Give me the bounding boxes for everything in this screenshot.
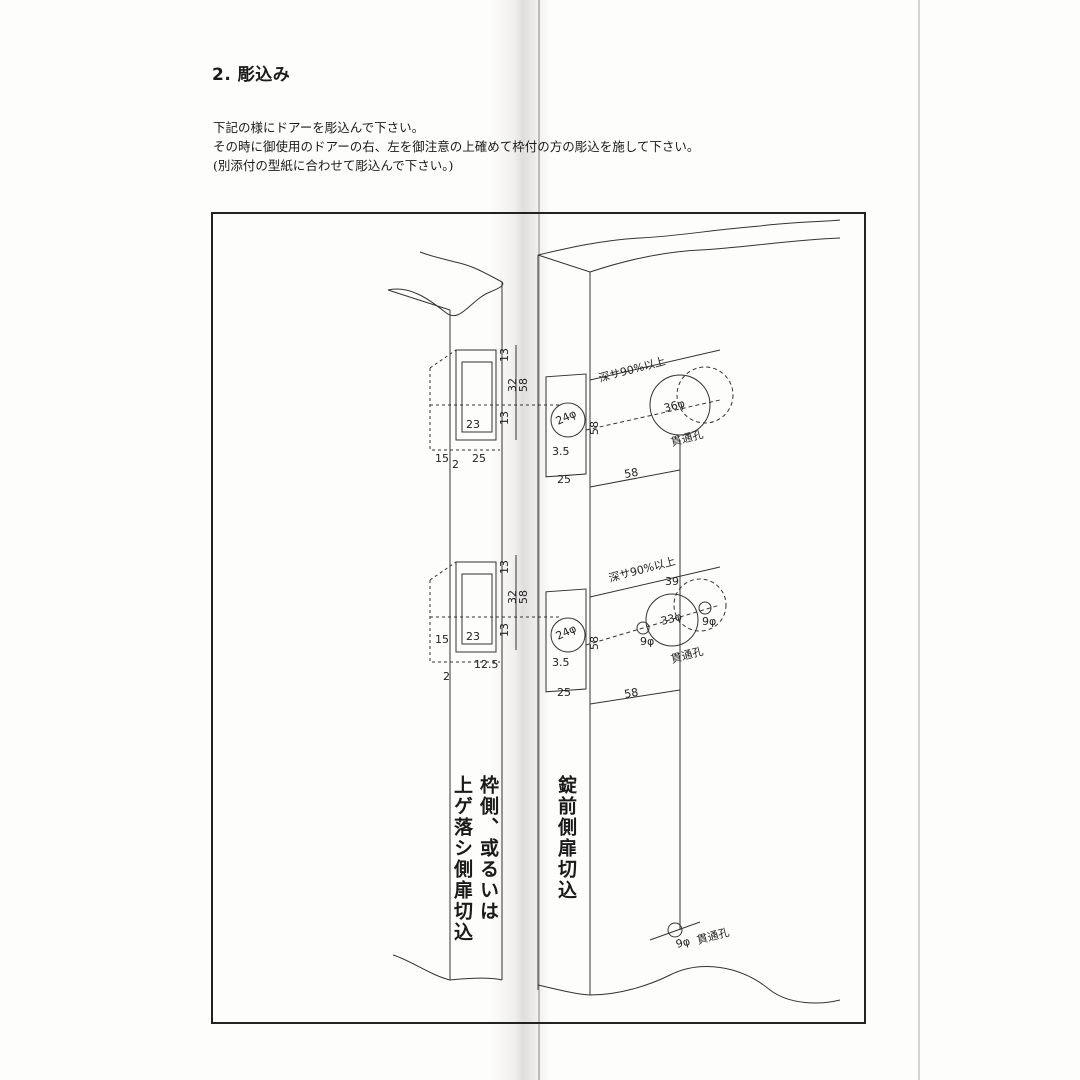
instructions: 下記の様にドアーを彫込んで下さい。 その時に御使用のドアーの右、左を御注意の上確… [213, 118, 699, 175]
dim-text: 58 [623, 686, 639, 701]
dim-text: 36φ [662, 397, 686, 415]
dim-text: 9φ [674, 935, 691, 951]
dim-text: 2 [452, 458, 459, 471]
paper-edge [918, 0, 920, 1080]
paper-fold-line [538, 0, 540, 1080]
dim-text: 24φ [554, 407, 579, 428]
dim-text: 15 [435, 633, 449, 646]
dim-text: 58 [588, 636, 601, 650]
dim-text: 33φ [659, 610, 683, 628]
dim-text: 39 [665, 575, 679, 588]
dim-text: 32 [506, 378, 519, 392]
diagram-frame [211, 212, 866, 1024]
dim-text: 58 [623, 466, 639, 481]
dim-text: 深サ90%以上 [597, 355, 666, 385]
dim-text: 58 [588, 421, 601, 435]
left-post-label-1: 枠側、或るいは [477, 775, 499, 922]
dim-text: 58 [517, 378, 530, 392]
dim-text: 24φ [554, 622, 579, 643]
dim-text: 3.5 [552, 445, 570, 458]
instruction-line: 下記の様にドアーを彫込んで下さい。 [213, 120, 425, 135]
dim-text: 15 [435, 452, 449, 465]
dim-text: 貫通孔 [669, 645, 704, 666]
dim-text: 13 [498, 348, 511, 362]
dim-text: 13 [498, 411, 511, 425]
right-post-label: 錠前側扉切込 [555, 775, 577, 901]
dim-text: 9φ [640, 635, 654, 648]
dim-text: 貫通孔 [695, 926, 730, 947]
dim-text: 13 [498, 560, 511, 574]
paper-fold-shadow [490, 0, 550, 1080]
instruction-line: (別添付の型紙に合わせて彫込んで下さい。) [213, 158, 454, 173]
dim-text: 23 [466, 418, 480, 431]
dim-text: 25 [472, 452, 486, 465]
dim-text: 9φ [702, 615, 716, 628]
dim-text: 3.5 [552, 656, 570, 669]
dim-text: 2 [443, 670, 450, 683]
dim-text: 23 [466, 630, 480, 643]
dim-text: 12.5 [474, 658, 499, 671]
section-title: 2. 彫込み [212, 65, 291, 85]
dim-text: 58 [517, 590, 530, 604]
dim-text: 13 [498, 623, 511, 637]
dim-text: 32 [506, 590, 519, 604]
dim-text: 25 [557, 686, 571, 699]
dim-text: 貫通孔 [669, 428, 704, 449]
left-post-label-2: 上ゲ落シ側扉切込 [451, 775, 473, 943]
dim-text: 25 [557, 473, 571, 486]
instruction-line: その時に御使用のドアーの右、左を御注意の上確めて枠付の方の彫込を施して下さい。 [213, 139, 700, 154]
